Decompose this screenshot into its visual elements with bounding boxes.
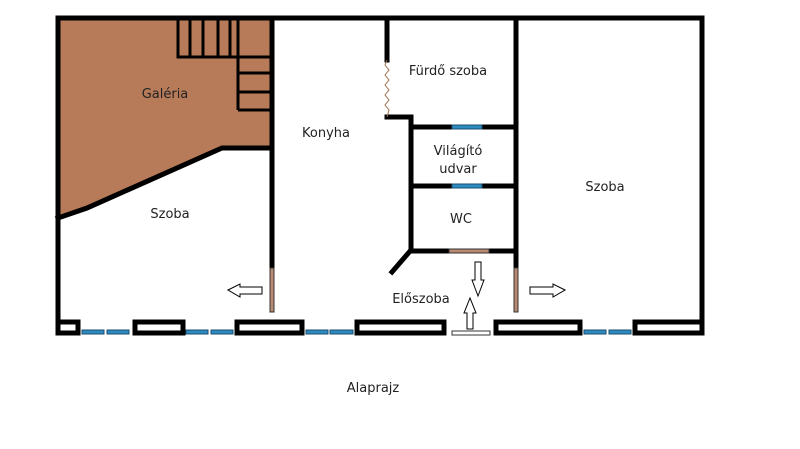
doors — [269, 248, 519, 336]
arrow-down-icon — [471, 261, 485, 298]
room-label-lightwell-1: Világító — [434, 144, 483, 159]
room-label-room-right: Szoba — [585, 180, 624, 195]
arrow-left-icon — [226, 283, 263, 298]
plan-title: Alaprajz — [347, 381, 400, 396]
gallery-area — [58, 18, 272, 218]
sliding-partition — [384, 59, 390, 118]
windows — [81, 124, 632, 335]
room-label-hall: Előszoba — [392, 292, 450, 307]
room-label-wc: WC — [450, 212, 472, 227]
arrow-up-icon — [463, 296, 477, 330]
room-label-gallery: Galéria — [142, 87, 189, 102]
room-label-lightwell-2: udvar — [439, 162, 477, 177]
walls — [54, 15, 705, 336]
room-label-bathroom: Fürdő szoba — [409, 64, 487, 79]
room-label-room-left: Szoba — [150, 207, 189, 222]
room-label-kitchen: Konyha — [302, 126, 350, 141]
arrow-right-icon — [529, 283, 567, 298]
